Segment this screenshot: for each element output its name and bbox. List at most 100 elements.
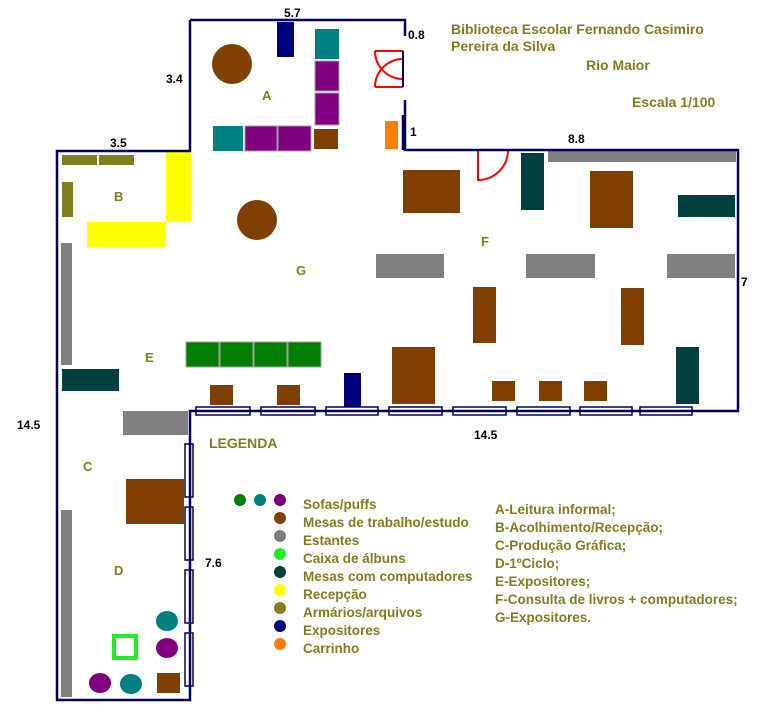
legend-title: LEGENDA xyxy=(209,435,278,451)
study-table xyxy=(473,287,496,343)
album-box xyxy=(112,634,138,660)
dimension-label: 5.7 xyxy=(284,6,301,20)
dimension-label: 3.4 xyxy=(166,72,183,86)
legend-swatches xyxy=(234,494,286,650)
cabinet xyxy=(62,182,73,217)
legend-item: Expositores xyxy=(303,623,381,638)
legend-item: Armários/arquivos xyxy=(303,605,423,620)
study-table xyxy=(403,170,460,213)
dimension-label: 7.6 xyxy=(205,556,222,570)
exhibitor xyxy=(344,373,361,407)
zone-label-b: B xyxy=(114,189,124,204)
exhibitor-block xyxy=(287,341,322,368)
computer-table xyxy=(676,347,699,404)
study-table xyxy=(492,381,515,401)
sofa xyxy=(277,125,312,152)
study-table xyxy=(584,381,607,401)
zone-label-a: A xyxy=(262,88,272,103)
dimension-label: 7 xyxy=(741,275,748,289)
shelf xyxy=(61,243,72,365)
city-name: Rio Maior xyxy=(586,57,650,73)
shelf xyxy=(526,254,595,278)
legend-swatch xyxy=(274,530,286,542)
area-item: A-Leitura informal; xyxy=(495,502,616,517)
shelf xyxy=(123,411,188,435)
study-table xyxy=(126,479,184,524)
legend-swatch xyxy=(274,584,286,596)
study-table xyxy=(157,673,180,693)
study-table xyxy=(539,381,562,401)
shelf xyxy=(548,151,736,162)
puff xyxy=(120,674,142,694)
computer-table xyxy=(521,153,544,210)
dimension-label: 8.8 xyxy=(568,132,585,146)
area-item: B-Acolhimento/Recepção; xyxy=(495,520,664,535)
puff xyxy=(156,611,178,631)
legend-item: Carrinho xyxy=(303,641,360,656)
legend-swatch xyxy=(234,494,246,506)
legend-item: Recepção xyxy=(303,587,367,602)
zone-label-g: G xyxy=(296,263,307,278)
study-table xyxy=(621,288,644,345)
legend-swatch xyxy=(274,602,286,614)
sofa xyxy=(314,92,340,126)
exhibitor-block xyxy=(253,341,288,368)
legend-item: Mesas com computadores xyxy=(303,569,473,584)
scale-label: Escala 1/100 xyxy=(632,94,716,110)
reception-desk xyxy=(87,222,166,247)
legend-item: Mesas de trabalho/estudo xyxy=(303,515,469,530)
library-title-line2: Pereira da Silva xyxy=(451,38,556,54)
exhibitor-block xyxy=(219,341,254,368)
dimension-label: 1 xyxy=(410,125,417,139)
legend-list: Sofas/puffs Mesas de trabalho/estudo Est… xyxy=(303,496,473,658)
dimension-label: 0.8 xyxy=(408,28,425,42)
legend-swatch xyxy=(274,566,286,578)
area-item: C-Produção Gráfica; xyxy=(495,538,627,553)
legend-item: Estantes xyxy=(303,533,360,548)
trolley xyxy=(385,121,398,149)
area-item: E-Expositores; xyxy=(495,574,591,589)
zone-label-e: E xyxy=(145,350,154,365)
legend-swatch xyxy=(274,638,286,650)
legend-item: Sofas/puffs xyxy=(303,497,377,512)
legend-swatch xyxy=(274,620,286,632)
areas-list: A-Leitura informal; B-Acolhimento/Recepç… xyxy=(495,501,738,627)
puff xyxy=(156,638,178,658)
legend-swatch xyxy=(274,548,286,560)
cabinet xyxy=(99,155,134,165)
legend-swatch xyxy=(254,494,266,506)
exhibitor-block xyxy=(185,341,220,368)
study-table xyxy=(392,347,435,404)
computer-table xyxy=(62,369,119,391)
reception-desk xyxy=(166,152,191,222)
study-table xyxy=(210,385,233,405)
area-item: D-1ºCiclo; xyxy=(495,556,560,571)
round-table xyxy=(212,44,252,84)
zone-label-c: C xyxy=(83,459,93,474)
zone-label-f: F xyxy=(481,234,489,249)
dimension-label: 3.5 xyxy=(110,136,127,150)
wall xyxy=(55,20,740,702)
puff xyxy=(89,673,111,693)
legend-swatch xyxy=(274,494,286,506)
shelf xyxy=(61,510,72,697)
area-item: F-Consulta de livros + computadores; xyxy=(495,592,738,607)
legend-item: Caixa de álbuns xyxy=(303,551,406,566)
computer-table xyxy=(678,195,735,217)
exhibitor xyxy=(277,22,294,57)
cabinet xyxy=(62,155,97,165)
area-item: G-Expositores. xyxy=(495,610,592,625)
round-table xyxy=(237,200,277,240)
sofa xyxy=(213,126,243,151)
shelf xyxy=(667,254,735,278)
study-table xyxy=(590,171,633,228)
zone-label-d: D xyxy=(114,563,124,578)
wall xyxy=(190,18,407,36)
shelf xyxy=(376,254,444,278)
dimension-label: 14.5 xyxy=(17,418,41,432)
library-title-line1: Biblioteca Escolar Fernando Casimiro xyxy=(451,21,704,37)
legend-swatch xyxy=(274,512,286,524)
study-table xyxy=(314,129,338,149)
study-table xyxy=(277,385,300,405)
